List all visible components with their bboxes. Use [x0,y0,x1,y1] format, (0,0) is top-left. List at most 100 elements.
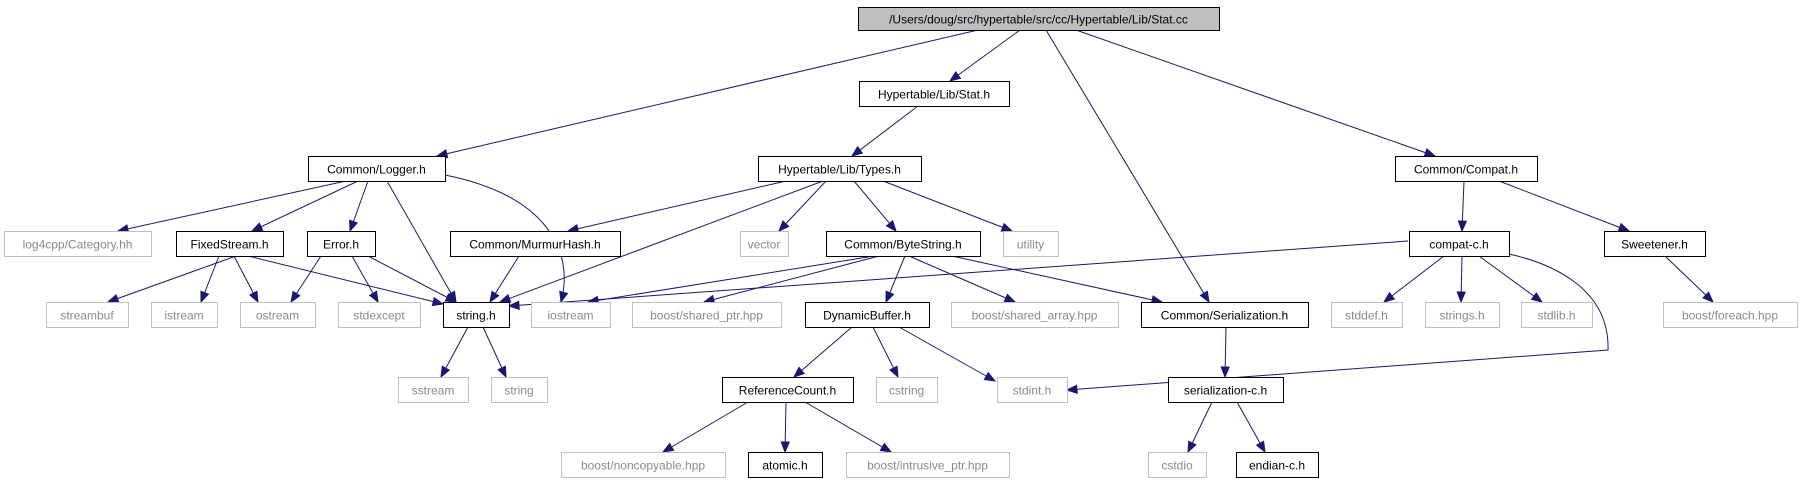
node-box [338,302,421,328]
node-murmur[interactable]: Common/MurmurHash.h [450,231,621,257]
node-stdexcept: stdexcept [338,302,421,328]
node-label: string [504,384,533,398]
edge-stat_h-to-types [850,105,919,157]
node-box [151,302,218,328]
node-box [722,377,854,403]
node-box [491,377,548,403]
node-label: Common/ByteString.h [844,238,961,252]
node-box [1003,231,1059,257]
edge-arrowhead [885,219,897,233]
edge-line [117,180,347,232]
edge-root-to-compat [1075,29,1437,157]
node-box [1236,452,1319,478]
edge-arrowhead [1003,293,1017,303]
edge-arrowhead [444,292,458,303]
node-box [307,231,376,257]
edge-line [251,180,359,232]
node-label: Error.h [323,238,359,252]
edges-layer [106,29,1714,454]
node-box [1409,231,1510,257]
node-foreach: boost/foreach.hpp [1663,302,1798,328]
edge-arrowhead [1617,222,1631,232]
node-ser-c[interactable]: serialization-c.h [1168,377,1284,403]
edge-line [1075,29,1436,157]
edge-arrowhead [431,296,445,307]
node-compat[interactable]: Common/Compat.h [1395,156,1538,182]
edge-line [587,255,875,303]
node-box [876,377,938,403]
node-compat-c[interactable]: compat-c.h [1409,231,1510,257]
node-box [398,377,469,403]
node-label: sstream [412,384,455,398]
edge-sweetener-to-foreach [1664,255,1714,303]
edge-fixedstream-to-string_h [247,255,445,307]
node-atomic[interactable]: atomic.h [748,452,823,478]
edge-arrowhead [559,290,569,304]
node-ostream: ostream [240,302,316,328]
node-bytestring[interactable]: Common/ByteString.h [826,231,981,257]
edge-serialization-to-ser_c [1220,326,1230,379]
edge-refcount-to-noncopyable [661,401,749,453]
node-endian[interactable]: endian-c.h [1236,452,1319,478]
node-noncopyable: boost/noncopyable.hpp [561,452,726,478]
node-label: Hypertable/Lib/Types.h [778,163,901,177]
edge-dynbuf-to-stdint [898,326,997,382]
nodes-layer: /Users/doug/src/hypertable/src/cc/Hypert… [4,7,1798,478]
node-shared-array: boost/shared_array.hpp [951,302,1119,328]
edge-ser_c-to-cstdio [1187,401,1213,454]
node-strings: strings.h [1425,302,1500,328]
node-error[interactable]: Error.h [307,231,376,257]
node-string: string [491,377,548,403]
node-label: DynamicBuffer.h [823,309,911,323]
node-box [1168,377,1284,403]
node-utility: utility [1003,231,1059,257]
edge-arrowhead [106,293,120,303]
edge-arrowhead [850,145,864,157]
node-box [46,302,129,328]
node-label: Common/Compat.h [1414,163,1518,177]
node-refcount[interactable]: ReferenceCount.h [722,377,854,403]
edge-arrowhead [440,365,451,379]
edge-line [898,326,996,382]
node-dynbuf[interactable]: DynamicBuffer.h [805,302,930,328]
edge-arrowhead [349,219,359,233]
edge-arrowhead [1255,440,1266,454]
edge-types-to-vector [778,180,827,232]
edge-line [386,180,457,303]
node-box [240,302,316,328]
node-box [858,7,1220,31]
edge-arrowhead [1457,220,1468,233]
node-box [997,377,1068,403]
edge-arrowhead [1000,222,1014,232]
edge-arrowhead [1423,148,1437,157]
edge-refcount-to-intrusive [804,401,893,453]
node-types[interactable]: Hypertable/Lib/Types.h [758,156,922,182]
edge-root-to-stat_h [948,29,1021,82]
node-string-h[interactable]: string.h [443,302,510,328]
node-istream: istream [151,302,218,328]
edge-error-to-ostream [290,255,322,304]
node-stdlib: stdlib.h [1521,302,1593,328]
edge-arrowhead [983,371,997,382]
edge-arrowhead [1187,440,1197,454]
edge-arrowhead [497,365,507,379]
node-sweetener[interactable]: Sweetener.h [1604,231,1706,257]
node-fixedstream[interactable]: FixedStream.h [176,231,284,257]
node-label: stddef.h [1345,309,1388,323]
node-label: /Users/doug/src/hypertable/src/cc/Hypert… [889,13,1188,27]
edge-string_h-to-string [482,326,507,379]
node-logger[interactable]: Common/Logger.h [308,156,446,182]
edge-bytestring-to-serialization [951,255,1164,305]
edge-arrowhead [948,70,962,82]
node-root[interactable]: /Users/doug/src/hypertable/src/cc/Hypert… [858,7,1220,31]
edge-line [804,401,892,453]
edge-arrowhead [1530,291,1544,303]
edge-refcount-to-atomic [780,401,790,454]
node-box [1425,302,1500,328]
edge-line [951,255,1163,303]
node-serialization[interactable]: Common/Serialization.h [1141,302,1309,328]
node-label: FixedStream.h [190,238,268,252]
node-stat-h[interactable]: Hypertable/Lib/Stat.h [859,81,1010,107]
edge-arrowhead [1065,384,1078,394]
node-box [4,231,152,257]
